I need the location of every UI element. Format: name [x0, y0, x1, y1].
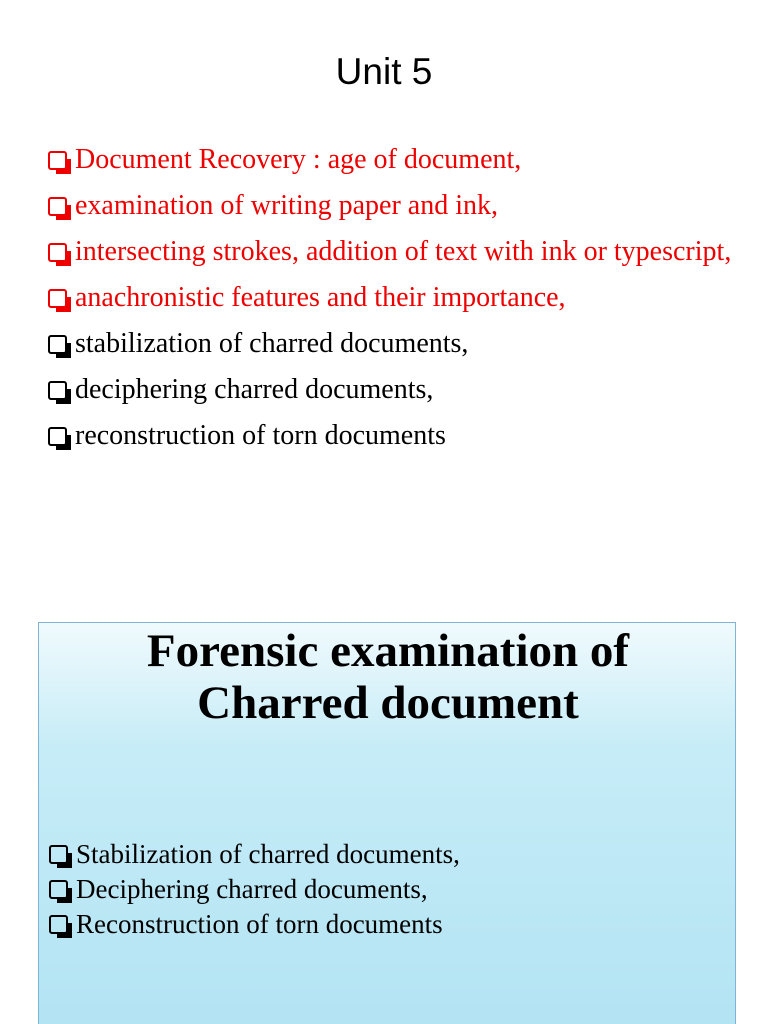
list-item-text: deciphering charred documents,	[75, 374, 434, 405]
list-item: deciphering charred documents,	[46, 370, 746, 410]
checkbox-bullet-icon	[49, 880, 72, 903]
list-item-text: reconstruction of torn documents	[75, 420, 446, 451]
list-item: Deciphering charred documents,	[47, 872, 460, 907]
slide-panel: Forensic examination of Charred document…	[38, 622, 736, 1024]
checkbox-bullet-icon	[48, 243, 71, 266]
list-item-text: Stabilization of charred documents,	[76, 839, 460, 869]
panel-title-line-2: Charred document	[197, 677, 579, 729]
list-item: Stabilization of charred documents,	[47, 837, 460, 872]
list-item: reconstruction of torn documents	[46, 416, 746, 456]
checkbox-bullet-icon	[48, 335, 71, 358]
list-item: anachronistic features and their importa…	[46, 278, 746, 318]
list-item-text: Reconstruction of torn documents	[76, 909, 443, 939]
list-item-text: Document Recovery : age of document,	[75, 144, 522, 175]
list-item: stabilization of charred documents,	[46, 324, 746, 364]
list-item-text: intersecting strokes, addition of text w…	[75, 236, 732, 267]
checkbox-bullet-icon	[48, 197, 71, 220]
bullet-list: Document Recovery : age of document, exa…	[46, 140, 746, 462]
checkbox-bullet-icon	[48, 151, 71, 174]
checkbox-bullet-icon	[48, 289, 71, 312]
list-item: Document Recovery : age of document,	[46, 140, 746, 180]
list-item: intersecting strokes, addition of text w…	[46, 232, 746, 272]
panel-bullet-list: Stabilization of charred documents, Deci…	[47, 837, 460, 942]
list-item-text: anachronistic features and their importa…	[75, 282, 566, 313]
slide-title: Unit 5	[335, 51, 433, 92]
list-item: examination of writing paper and ink,	[46, 186, 746, 226]
list-item: Reconstruction of torn documents	[47, 907, 460, 942]
panel-title: Forensic examination of Charred document	[39, 625, 737, 729]
list-item-text: stabilization of charred documents,	[75, 328, 469, 359]
checkbox-bullet-icon	[49, 845, 72, 868]
checkbox-bullet-icon	[49, 915, 72, 938]
panel-title-line-1: Forensic examination of	[146, 625, 630, 677]
checkbox-bullet-icon	[48, 427, 71, 450]
list-item-text: Deciphering charred documents,	[76, 874, 428, 904]
checkbox-bullet-icon	[48, 381, 71, 404]
list-item-text: examination of writing paper and ink,	[75, 190, 498, 221]
